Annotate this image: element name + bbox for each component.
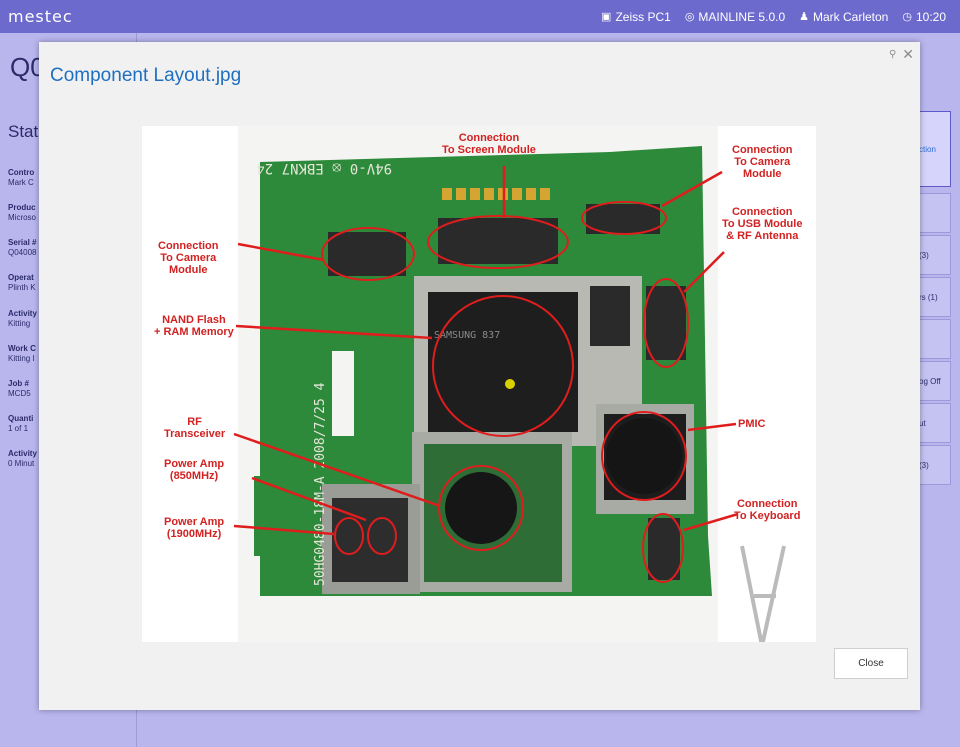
- globe-icon: ◎: [684, 11, 695, 23]
- user-icon: ♟: [799, 11, 809, 23]
- clock-indicator: ◷ 10:20: [902, 10, 946, 24]
- user-label: Mark Carleton: [813, 9, 889, 24]
- field-work-centre: Work C Kitting I: [8, 344, 36, 363]
- station-label: Zeiss PC1: [615, 9, 671, 24]
- workstation-icon: ▣: [601, 11, 612, 23]
- page-title: Q0: [10, 52, 45, 82]
- app-logo: mestec: [8, 7, 73, 26]
- field-activity: Activity Kitting: [8, 309, 37, 328]
- image-viewer-modal: ⚲ ✕ Component Layout.jpg: [39, 42, 920, 710]
- close-button[interactable]: Close: [834, 648, 908, 679]
- field-operator: Operat Plinth K: [8, 273, 36, 292]
- label-power-amp-850: Power Amp(850MHz): [164, 458, 225, 482]
- status-heading: Stat: [8, 122, 39, 141]
- field-product: Produc Microso: [8, 203, 37, 222]
- modal-title: Component Layout.jpg: [50, 65, 242, 86]
- pcb-illustration: 94V-0 ⦻ EBKN7 24 50HG0480-18M-A 2008/7/2…: [142, 126, 786, 642]
- field-quantity: Quanti 1 of 1: [8, 414, 34, 433]
- field-activity-time: Activity 0 Minut: [8, 449, 37, 468]
- user-indicator[interactable]: ♟ Mark Carleton: [799, 10, 888, 24]
- top-bar: mestec ▣ Zeiss PC1 ◎ MAINLINE 5.0.0 ♟ Ma…: [0, 0, 960, 33]
- time-label: 10:20: [915, 9, 946, 24]
- label-nand-flash: NAND Flash+ RAM Memory: [154, 314, 234, 338]
- label-power-amp-1900: Power Amp(1900MHz): [164, 516, 225, 540]
- clock-icon: ◷: [902, 11, 912, 23]
- label-pmic: PMIC: [738, 418, 766, 430]
- modal-controls: ⚲ ✕: [889, 46, 914, 63]
- field-controller: Contro Mark C: [8, 168, 35, 187]
- zoom-icon[interactable]: ⚲: [888, 49, 897, 60]
- field-serial: Serial # Q04008: [8, 238, 37, 257]
- version-label: MAINLINE 5.0.0: [698, 9, 786, 24]
- station-indicator: ▣ Zeiss PC1: [601, 10, 671, 24]
- status-area: ▣ Zeiss PC1 ◎ MAINLINE 5.0.0 ♟ Mark Carl…: [601, 10, 946, 24]
- board-marking-side: 50HG0480-18M-A 2008/7/25 4: [313, 382, 328, 586]
- field-job: Job # MCD5: [8, 379, 31, 398]
- chip-marking: SAMSUNG 837: [434, 330, 500, 341]
- close-icon[interactable]: ✕: [902, 46, 914, 62]
- board-marking-top: 94V-0 ⦻ EBKN7 24: [256, 160, 392, 176]
- component-layout-image: 94V-0 ⦻ EBKN7 24 50HG0480-18M-A 2008/7/2…: [142, 126, 816, 642]
- version-indicator: ◎ MAINLINE 5.0.0: [685, 10, 785, 24]
